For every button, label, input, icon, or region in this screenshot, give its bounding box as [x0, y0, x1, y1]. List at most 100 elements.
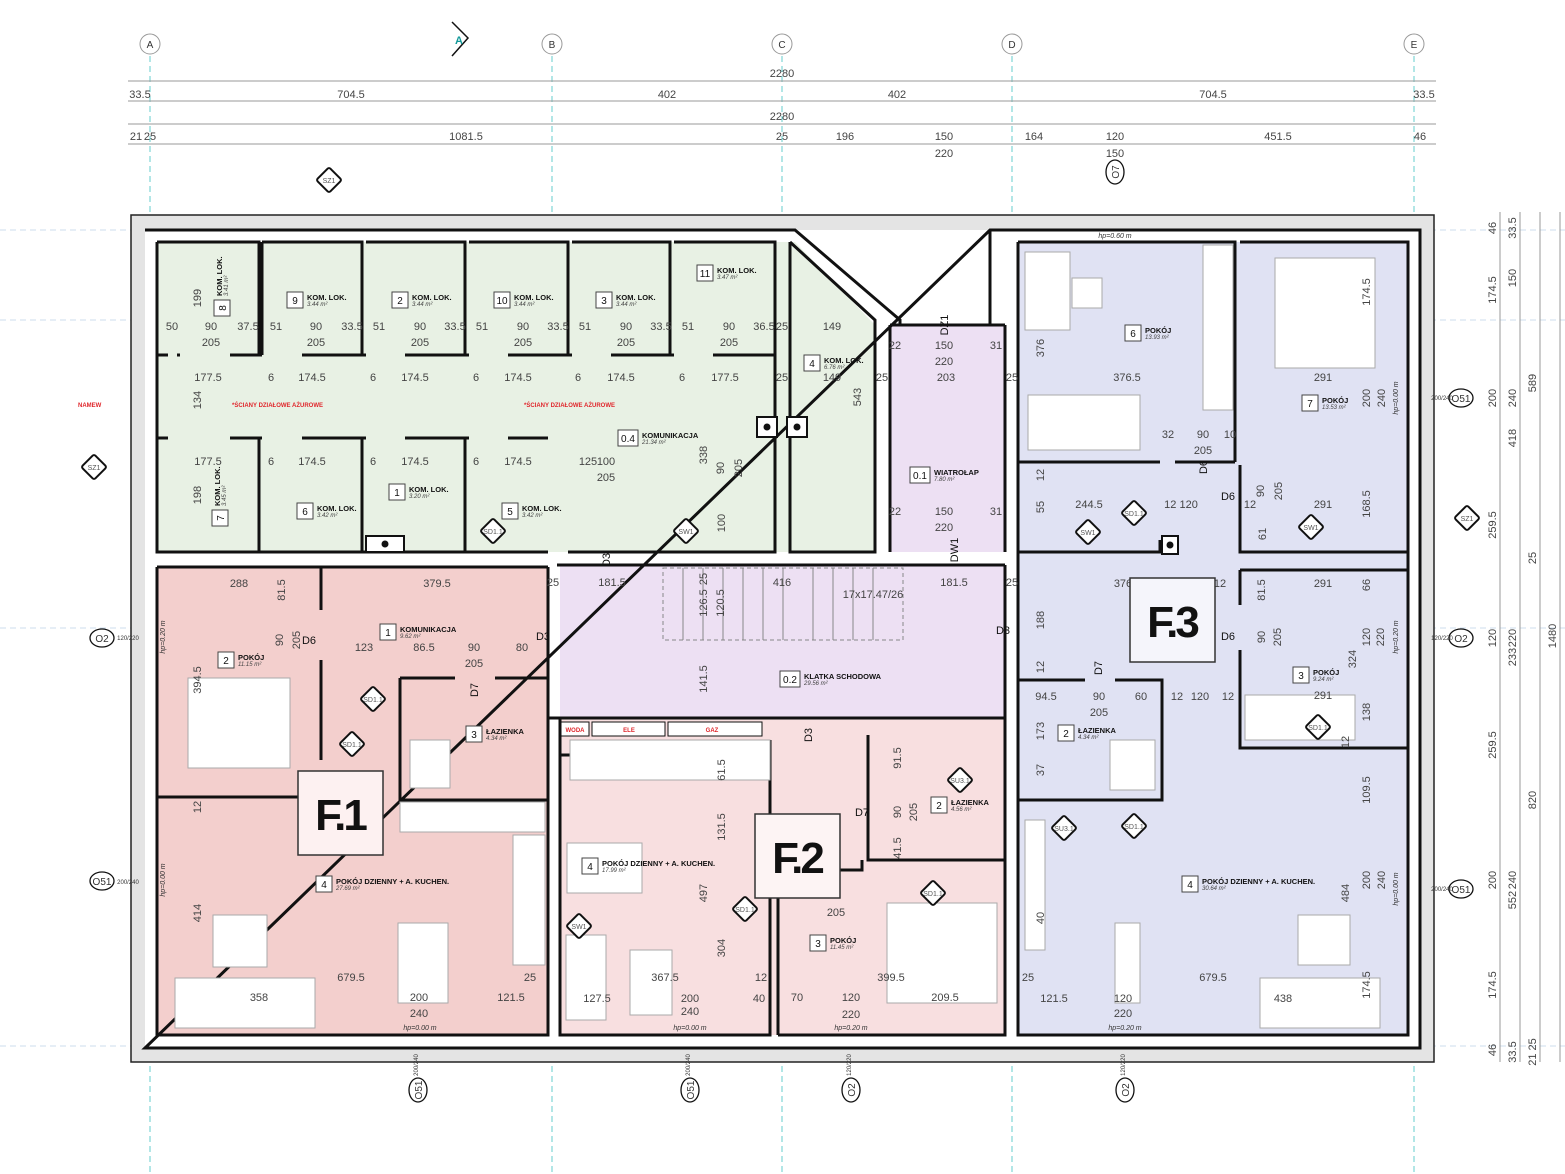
dimension-label: 543	[852, 388, 864, 406]
dimension-label: 70	[791, 992, 803, 1004]
dimension-label: 205	[1194, 445, 1212, 457]
tag-diamond: SW1	[566, 913, 592, 939]
dimension-label: 90	[205, 321, 217, 333]
dimension-label: 120	[1487, 629, 1499, 647]
room-name: POKÓJ DZIENNY + A. KUCHEN.	[336, 877, 449, 886]
room-area: 3.41 m²	[224, 275, 230, 296]
dimension-label: 240	[1507, 871, 1519, 889]
dimension-label: 12	[1340, 736, 1352, 748]
dimension-label: 51	[579, 321, 591, 333]
dimension-label: 50	[166, 321, 178, 333]
dimension-label: 200	[1487, 389, 1499, 407]
dimension-label: 6	[370, 456, 376, 468]
room-number: 0.2	[783, 675, 797, 686]
dimension-label: 25	[1022, 972, 1034, 984]
dimension-label: 149	[823, 372, 841, 384]
door-tag: D3	[601, 553, 613, 567]
room-name: POKÓJ	[830, 936, 856, 945]
room-area: 6.76 m²	[824, 365, 845, 371]
dimension-label: 90	[310, 321, 322, 333]
dimension-label: 12	[1035, 469, 1047, 481]
tag-diamond: SZ1	[316, 167, 342, 193]
dimension-label: 25	[698, 573, 710, 585]
dimension-label: 51	[476, 321, 488, 333]
dimension-label: 134	[192, 391, 204, 409]
dimension-label: 200	[410, 992, 428, 1004]
dimension-label: 205	[291, 631, 303, 649]
svg-text:O2: O2	[95, 634, 109, 645]
dimension-label: 141.5	[698, 665, 710, 693]
tag-diamond: SU3.1	[947, 767, 973, 793]
dimension-label: 25	[524, 972, 536, 984]
room-name: KOM. LOK.	[409, 485, 449, 494]
svg-text:704.5: 704.5	[337, 89, 365, 101]
dimension-label: 205	[307, 337, 325, 349]
dimension-label: 90	[1256, 631, 1268, 643]
dimension-label: 12	[755, 972, 767, 984]
dimension-label: 174.5	[504, 372, 532, 384]
svg-text:SZ1: SZ1	[1461, 516, 1474, 523]
svg-text:F.3: F.3	[1147, 598, 1198, 647]
dimension-label: 484	[1340, 884, 1352, 902]
dimension-label: 40	[1035, 912, 1047, 924]
room-area: 29.56 m²	[803, 681, 829, 687]
dimension-label: 25	[776, 372, 788, 384]
dimension-label: 6	[473, 372, 479, 384]
dimension-label: 174.5	[504, 456, 532, 468]
svg-text:SD1.1: SD1.1	[1124, 824, 1144, 831]
dimension-label: 240	[410, 1008, 428, 1020]
dimension-label: 200	[681, 993, 699, 1005]
tag-diamond: SU3.1	[1051, 815, 1077, 841]
window-size: 120/220	[1121, 1054, 1127, 1076]
dimension-label: 66	[1361, 579, 1373, 591]
dimension-label: 120	[1361, 628, 1373, 646]
dimension-label: 205	[1090, 707, 1108, 719]
dimension-label: 100	[597, 456, 615, 468]
dimension-label: 291	[1314, 372, 1332, 384]
svg-text:ELE: ELE	[623, 728, 635, 734]
svg-text:NAMEW: NAMEW	[78, 403, 102, 409]
room-area: 11.15 m²	[238, 662, 262, 668]
tag-diamond: SD1.1	[339, 731, 365, 757]
svg-text:402: 402	[658, 89, 676, 101]
room-name: POKÓJ	[238, 653, 264, 662]
axis-bubble-d: D	[1001, 33, 1023, 55]
dimension-label: 820	[1527, 791, 1539, 809]
door-tag: D7	[469, 683, 481, 697]
dimension-label: 81.5	[1256, 579, 1268, 600]
dimension-label: 150	[1507, 269, 1519, 287]
door-tag: D3	[536, 631, 550, 643]
dimension-label: 288	[230, 578, 248, 590]
dimension-label: 90	[1255, 485, 1267, 497]
dimension-label: 174.5	[401, 456, 429, 468]
dimension-label: 174.5	[298, 456, 326, 468]
svg-text:SD1.1: SD1.1	[342, 742, 362, 749]
room-name: ŁAZIENKA	[951, 798, 989, 807]
sill-height-label: hp=0.20 m	[160, 620, 167, 653]
dimension-label: 414	[192, 904, 204, 922]
dimension-label: 240	[1376, 389, 1388, 407]
svg-text:F.1: F.1	[315, 791, 367, 840]
dimension-label: 358	[250, 992, 268, 1004]
svg-text:C: C	[778, 40, 785, 51]
dimension-label: 55	[1035, 501, 1047, 513]
dimension-label: 90	[468, 642, 480, 654]
dimension-label: 174.5	[401, 372, 429, 384]
dimension-label: 200	[1487, 871, 1499, 889]
room-area: 9.62 m²	[400, 634, 421, 640]
sill-height-label: hp=0.00 m	[403, 1025, 436, 1032]
dimension-label: 209.5	[931, 992, 959, 1004]
dimension-label: 90	[892, 806, 904, 818]
svg-text:O51: O51	[414, 1080, 425, 1099]
svg-text:704.5: 704.5	[1199, 89, 1227, 101]
room-name: POKÓJ	[1313, 668, 1339, 677]
svg-text:F.2: F.2	[772, 834, 823, 883]
dimension-label: 94.5	[1035, 691, 1056, 703]
dimension-label: 123	[355, 642, 373, 654]
